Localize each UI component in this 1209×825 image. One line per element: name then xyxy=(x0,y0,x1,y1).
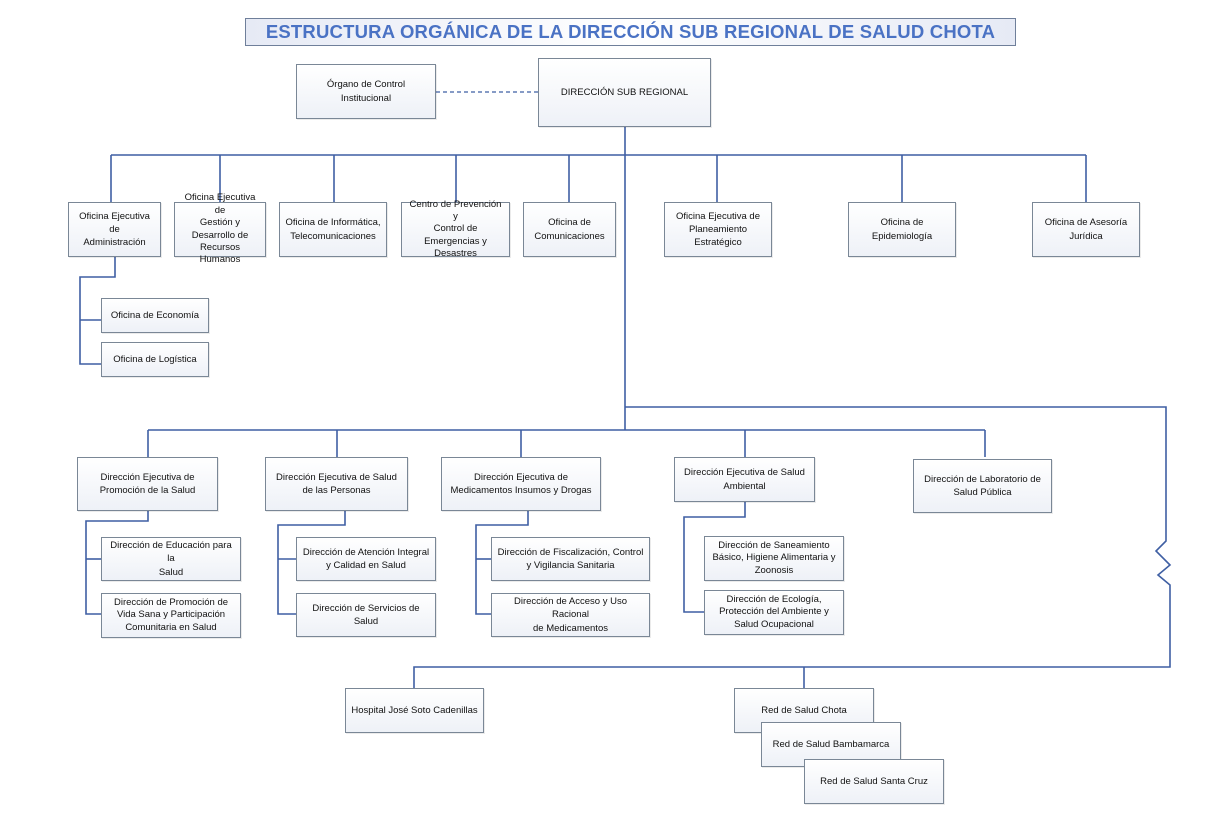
direction-ambiental: Dirección Ejecutiva de Salud Ambiental xyxy=(674,457,815,502)
direction-laboratorio: Dirección de Laboratorio de Salud Públic… xyxy=(913,459,1052,513)
direction-medicamentos: Dirección Ejecutiva de Medicamentos Insu… xyxy=(441,457,601,511)
unit-logistica: Oficina de Logística xyxy=(101,342,209,377)
connector-medicamentos-subs xyxy=(475,511,529,615)
sub-saneamiento: Dirección de Saneamiento Básico, Higiene… xyxy=(704,536,844,581)
office-administracion: Oficina Ejecutiva de Administración xyxy=(68,202,161,257)
office-prevencion: Centro de Prevención y Control de Emerge… xyxy=(401,199,510,259)
office-comunicaciones: Oficina de Comunicaciones xyxy=(523,202,616,257)
office-asesoria: Oficina de Asesoría Jurídica xyxy=(1032,202,1140,257)
sub-fiscalizacion: Dirección de Fiscalización, Control y Vi… xyxy=(491,537,650,581)
office-planeamiento: Oficina Ejecutiva de Planeamiento Estrat… xyxy=(664,202,772,257)
sub-acceso: Dirección de Acceso y Uso Racional de Me… xyxy=(491,593,650,637)
sub-vida-sana: Dirección de Promoción de Vida Sana y Pa… xyxy=(101,593,241,638)
sub-educacion: Dirección de Educación para la Salud xyxy=(101,537,241,581)
control-institucional-box: Órgano de Control Institucional xyxy=(296,64,436,119)
connector-admin-units xyxy=(79,257,116,365)
connector-right-loop xyxy=(413,406,1172,688)
unit-economia: Oficina de Economía xyxy=(101,298,209,333)
sub-servicios: Dirección de Servicios de Salud xyxy=(296,593,436,637)
office-rrhh: Oficina Ejecutiva de Gestión y Desarroll… xyxy=(174,192,266,265)
hospital-box: Hospital José Soto Cadenillas xyxy=(345,688,484,733)
sub-atencion: Dirección de Atención Integral y Calidad… xyxy=(296,537,436,581)
connector-ambiental-subs xyxy=(683,502,746,613)
direction-promocion: Dirección Ejecutiva de Promoción de la S… xyxy=(77,457,218,511)
office-epidemiologia: Oficina de Epidemiología xyxy=(848,202,956,257)
direction-personas: Dirección Ejecutiva de Salud de las Pers… xyxy=(265,457,408,511)
red-bambamarca-box: Red de Salud Bambamarca xyxy=(761,722,901,767)
sub-ecologia: Dirección de Ecología, Protección del Am… xyxy=(704,590,844,635)
chart-title: ESTRUCTURA ORGÁNICA DE LA DIRECCIÓN SUB … xyxy=(245,18,1016,46)
office-informatica: Oficina de Informática, Telecomunicacion… xyxy=(279,202,387,257)
connector-personas-subs xyxy=(277,511,346,615)
connector-promocion-subs xyxy=(85,511,149,615)
red-santa-cruz-box: Red de Salud Santa Cruz xyxy=(804,759,944,804)
direccion-sub-regional-box: DIRECCIÓN SUB REGIONAL xyxy=(538,58,711,127)
